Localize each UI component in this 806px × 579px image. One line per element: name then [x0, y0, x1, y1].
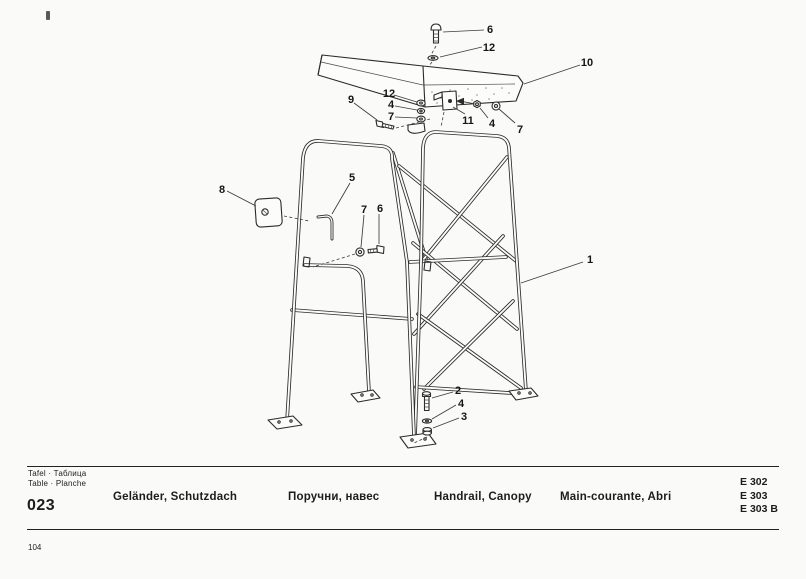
- nut-part3-bottom: [422, 427, 432, 436]
- nut-part4-right: [473, 99, 481, 109]
- rail-hooks: [302, 256, 432, 272]
- bolt-part6-mid: [367, 244, 385, 255]
- callout-2: 2: [455, 385, 461, 397]
- model-codes: E 302 E 303 E 303 B: [740, 476, 778, 517]
- hook-part5: [316, 214, 334, 241]
- callout-7-right: 7: [517, 124, 523, 136]
- canopy-panel: [317, 54, 524, 134]
- footer-rule-top: [27, 466, 779, 467]
- footer-rule-bottom: [27, 529, 779, 530]
- assembly-arrow: [456, 97, 464, 105]
- title-russian: Поручни, навес: [288, 491, 380, 503]
- washer-part12-top: [427, 55, 439, 61]
- callout-1: 1: [587, 254, 593, 266]
- plate-number: 023: [27, 497, 56, 514]
- callout-7-stack: 7: [388, 111, 394, 123]
- callout-12-stack: 12: [383, 88, 395, 100]
- leader-lines: [226, 29, 584, 429]
- page-number: 104: [28, 543, 42, 552]
- callout-4-stack: 4: [388, 99, 395, 111]
- exploded-view-drawing: 6 12 10 9 12 4 7 11 4 7 8 5 7 6 1 2 4 3: [219, 23, 593, 449]
- callout-8: 8: [219, 184, 225, 196]
- washer-part7-right: [491, 101, 501, 111]
- table-label-line1: Tafel · Таблица: [28, 469, 87, 478]
- callout-11: 11: [462, 115, 474, 127]
- model-code: E 303 B: [740, 503, 778, 515]
- alignment-dash-bottom: [413, 436, 428, 444]
- washer-stack-left: [416, 99, 426, 123]
- table-label: Tafel · Таблица Table · Planche: [28, 469, 86, 488]
- table-label-line2: Table · Planche: [28, 478, 87, 488]
- callout-7-mid: 7: [361, 204, 367, 216]
- bracket-part11: [433, 90, 458, 111]
- callout-9: 9: [348, 94, 354, 106]
- registration-mark: [46, 11, 50, 20]
- washer-part4-bottom: [421, 418, 433, 424]
- alignment-dash-8: [283, 215, 310, 222]
- screw-part6-top: [430, 23, 442, 44]
- title-english: Handrail, Canopy: [434, 491, 532, 503]
- bolt-part2-bottom: [421, 391, 432, 412]
- foot-plates: [267, 387, 539, 449]
- canopy-clip: [407, 122, 426, 134]
- leader-nut-to-bracket: [463, 101, 474, 104]
- model-code: E 302: [740, 476, 768, 488]
- callout-6-mid: 6: [377, 203, 383, 215]
- alignment-dash-6mid: [312, 253, 356, 268]
- callout-4-right: 4: [489, 118, 496, 130]
- title-german: Geländer, Schutzdach: [113, 491, 238, 503]
- washer-part7-mid: [355, 247, 365, 257]
- alignment-dash-bracket: [440, 111, 445, 128]
- callout-10: 10: [581, 57, 593, 69]
- callout-5: 5: [349, 172, 355, 184]
- plate-part8: [254, 197, 283, 228]
- bolt-part9: [375, 119, 395, 130]
- model-code: E 303: [740, 489, 768, 502]
- title-french: Main-courante, Abri: [560, 491, 672, 503]
- callout-12-top: 12: [483, 42, 495, 54]
- callout-3: 3: [461, 411, 467, 423]
- callout-4-bottom: 4: [458, 398, 465, 410]
- callout-6-top: 6: [487, 24, 493, 36]
- alignment-dash-top: [428, 45, 437, 67]
- callout-labels: 6 12 10 9 12 4 7 11 4 7 8 5 7 6 1 2 4 3: [219, 24, 593, 423]
